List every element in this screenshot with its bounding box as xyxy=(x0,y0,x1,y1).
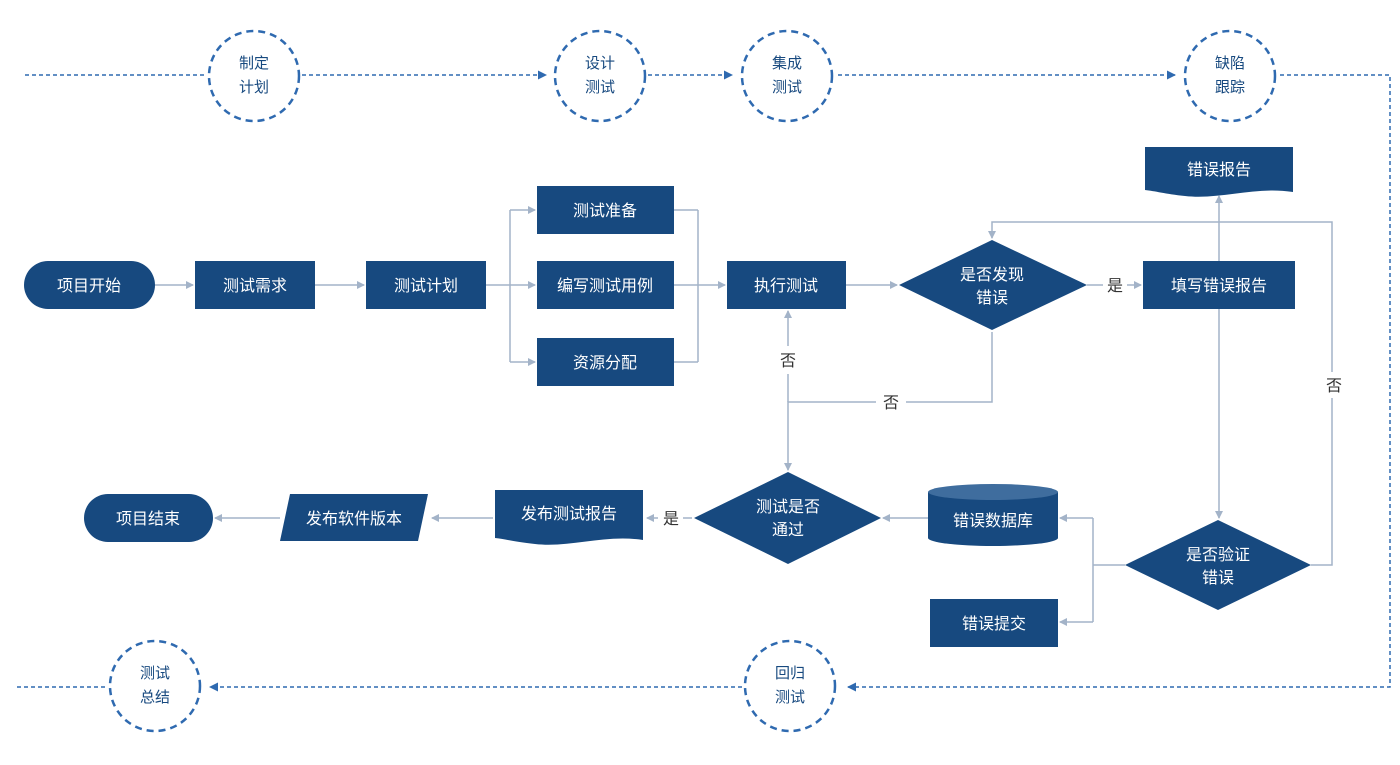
node-requirements: 测试需求 xyxy=(195,261,315,309)
phase-label: 制定 xyxy=(239,54,269,72)
node-label: 是否发现 xyxy=(960,265,1024,284)
node-label: 错误 xyxy=(1202,568,1234,587)
phase-label: 测试 xyxy=(140,664,170,682)
phase-summary: 测试 总结 xyxy=(108,639,202,733)
phase-label: 跟踪 xyxy=(1215,78,1245,96)
node-found-error-decision: 是否发现 错误 xyxy=(899,240,1087,330)
node-label: 测试需求 xyxy=(223,276,287,295)
flow-connectors xyxy=(155,195,1333,626)
edge-label-no-verify: 否 xyxy=(1326,376,1342,395)
node-end: 项目结束 xyxy=(84,494,213,542)
phase-label: 缺陷 xyxy=(1215,54,1245,72)
node-label: 错误数据库 xyxy=(953,511,1033,530)
phase-label: 测试 xyxy=(775,688,805,706)
phase-label: 集成 xyxy=(772,54,802,72)
node-pass-decision: 测试是否 通过 xyxy=(694,472,881,564)
node-label: 编写测试用例 xyxy=(557,276,653,295)
phase-label: 测试 xyxy=(772,78,802,96)
node-label: 是否验证 xyxy=(1186,545,1250,564)
node-error-database: 错误数据库 xyxy=(928,484,1058,546)
node-release-parallelogram: 发布软件版本 xyxy=(280,494,428,541)
phase-design: 设计 测试 xyxy=(553,29,647,123)
node-execute: 执行测试 xyxy=(727,261,846,309)
node-label: 填写错误报告 xyxy=(1171,276,1267,295)
node-label: 项目结束 xyxy=(116,509,180,528)
edge-label-no-found: 否 xyxy=(883,393,899,412)
node-prepare: 测试准备 xyxy=(537,186,674,234)
node-plan: 测试计划 xyxy=(366,261,486,309)
phase-integrate: 集成 测试 xyxy=(740,29,834,123)
node-error-report-document: 错误报告 xyxy=(1145,147,1293,197)
phase-label: 测试 xyxy=(585,78,615,96)
edge-label-yes-found: 是 xyxy=(1107,276,1123,295)
phase-label: 回归 xyxy=(775,664,805,682)
node-submit: 错误提交 xyxy=(930,599,1058,647)
node-resources: 资源分配 xyxy=(537,338,674,386)
node-verify-decision: 是否验证 错误 xyxy=(1125,520,1311,610)
edge-label-no-pass: 否 xyxy=(780,351,796,370)
node-label: 发布软件版本 xyxy=(306,509,402,528)
node-cases: 编写测试用例 xyxy=(537,261,674,309)
node-publish-report-document: 发布测试报告 xyxy=(495,490,643,545)
edge-label-yes-pass: 是 xyxy=(663,509,679,528)
node-label: 项目开始 xyxy=(57,276,121,295)
node-label: 测试是否 xyxy=(756,497,820,516)
phase-label: 计划 xyxy=(239,78,269,96)
node-label: 通过 xyxy=(772,520,804,539)
node-label: 测试计划 xyxy=(394,276,458,295)
node-label: 错误提交 xyxy=(962,614,1026,633)
phase-label: 设计 xyxy=(585,54,615,72)
node-label: 资源分配 xyxy=(573,353,637,372)
node-label: 执行测试 xyxy=(754,276,818,295)
top-timeline xyxy=(25,70,1391,692)
phase-label: 总结 xyxy=(140,688,170,706)
node-label: 错误报告 xyxy=(1187,160,1251,179)
node-start: 项目开始 xyxy=(24,261,155,309)
node-fill-report: 填写错误报告 xyxy=(1143,261,1295,309)
node-label: 错误 xyxy=(976,288,1008,307)
phase-regression: 回归 测试 xyxy=(743,639,837,733)
phase-track: 缺陷 跟踪 xyxy=(1183,29,1277,123)
node-label: 发布测试报告 xyxy=(521,504,617,523)
phase-plan: 制定 计划 xyxy=(207,29,301,123)
node-label: 测试准备 xyxy=(573,201,637,220)
